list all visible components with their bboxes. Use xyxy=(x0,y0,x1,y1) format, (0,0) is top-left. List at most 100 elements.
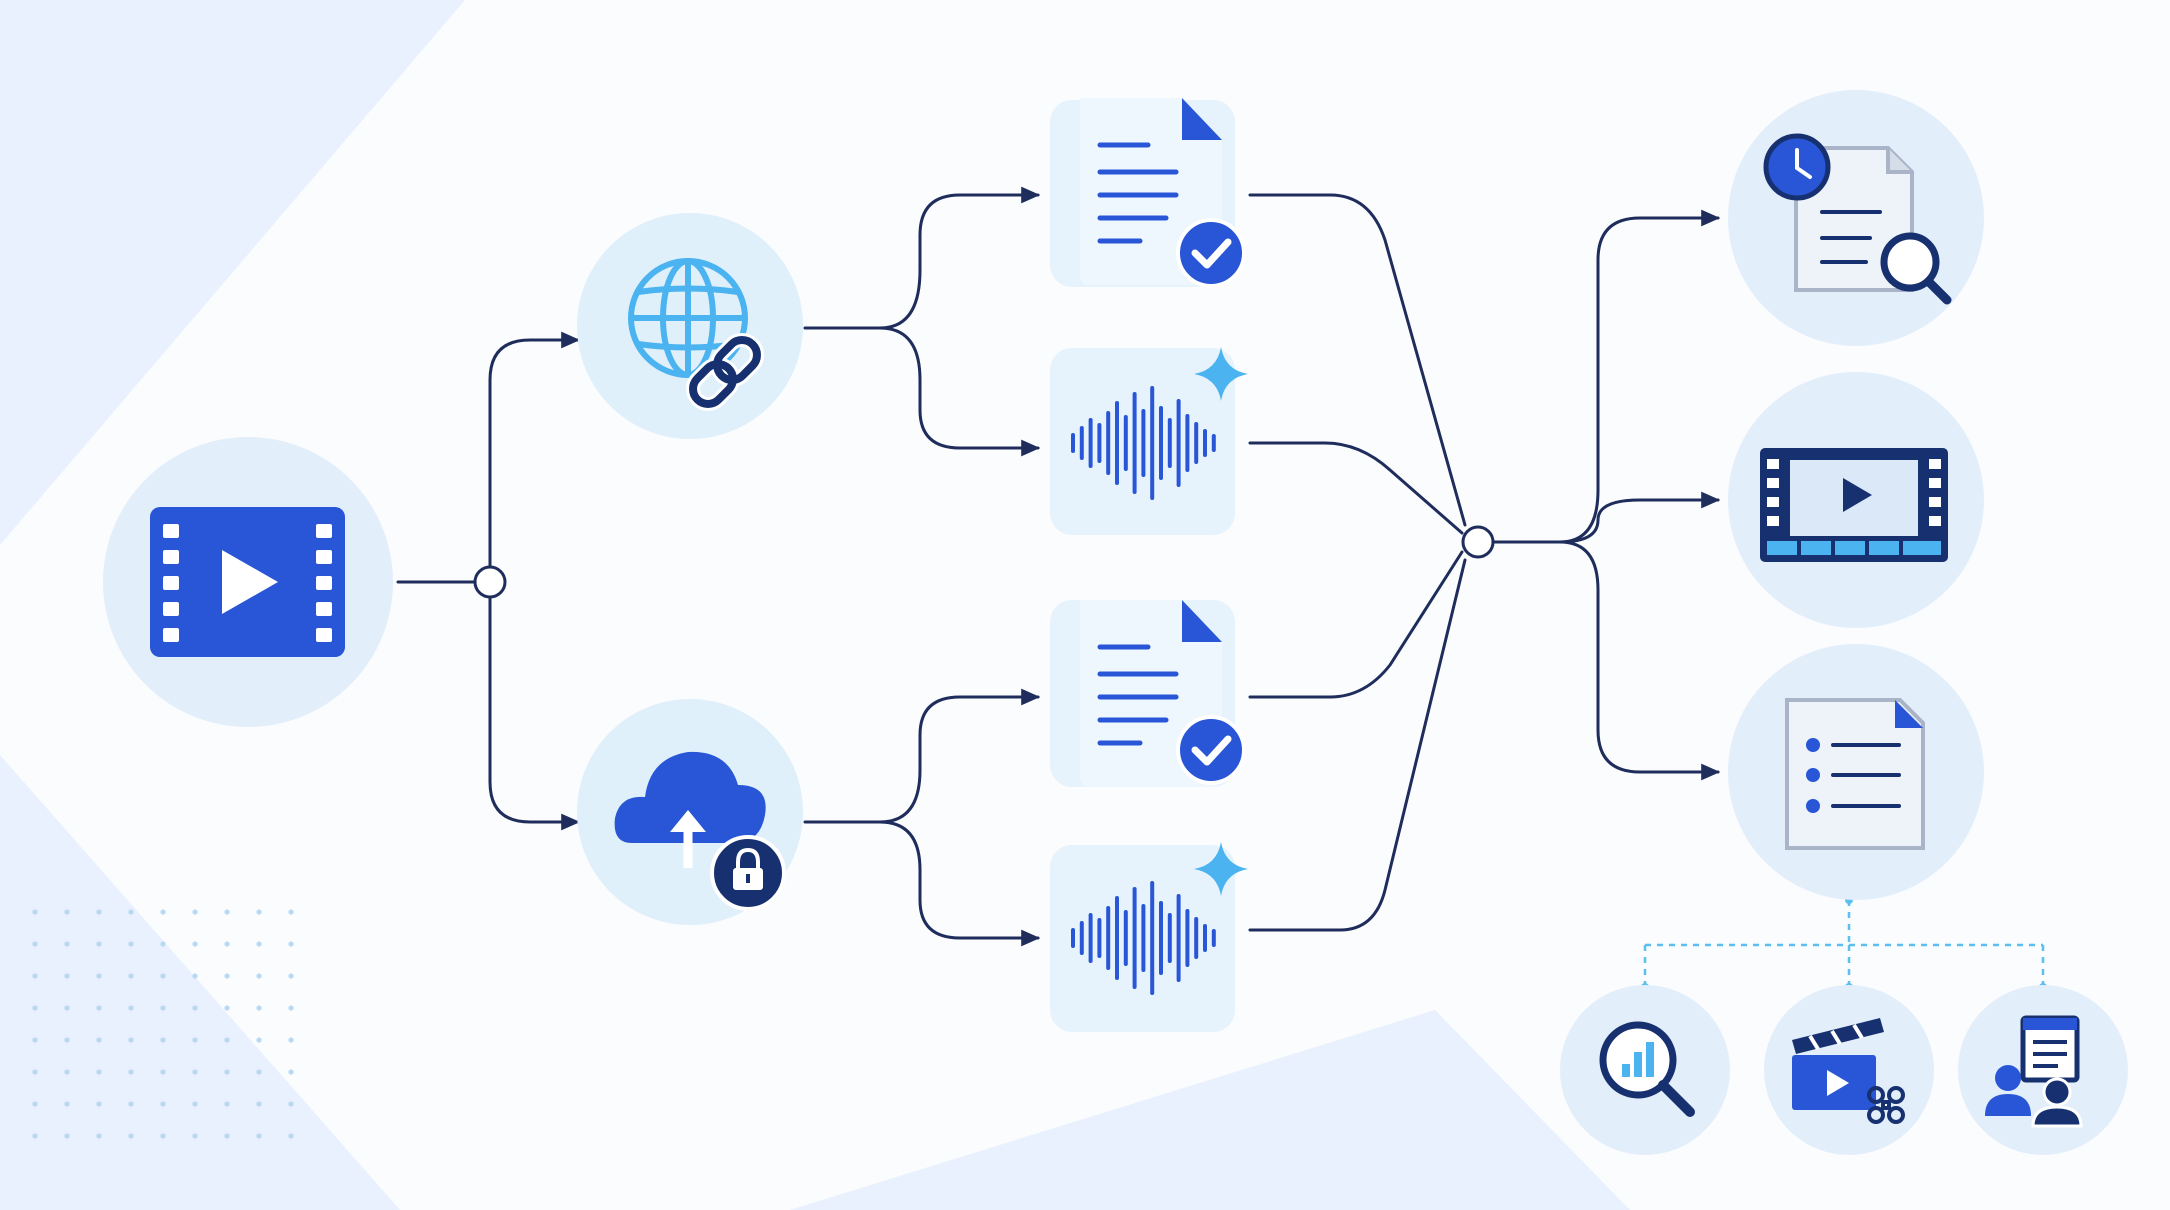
video-player-output-node[interactable] xyxy=(1728,372,1984,628)
globe-link-node[interactable] xyxy=(577,213,803,439)
grid-dot xyxy=(128,1101,134,1107)
grid-dot xyxy=(288,1133,294,1139)
grid-dot xyxy=(192,1133,198,1139)
audio-waveform-icon xyxy=(1071,386,1216,500)
grid-dot xyxy=(64,1005,70,1011)
grid-dot xyxy=(96,909,102,915)
clapperboard-edit-icon xyxy=(1792,1018,1905,1124)
grid-dot xyxy=(160,973,166,979)
grid-dot xyxy=(128,1037,134,1043)
command-key-icon xyxy=(1867,1086,1905,1124)
clapperboard-edit-node[interactable] xyxy=(1764,985,1934,1155)
junction-split xyxy=(473,565,507,599)
grid-dot xyxy=(96,973,102,979)
cloud-upload-node[interactable] xyxy=(577,699,803,925)
grid-dot xyxy=(96,941,102,947)
cloud-upload-icon xyxy=(614,751,766,868)
lock-icon xyxy=(710,835,786,911)
audio-waveform-card-bottom[interactable] xyxy=(1050,842,1248,1032)
grid-dot xyxy=(32,1101,38,1107)
grid-dot xyxy=(96,1133,102,1139)
grid-dot xyxy=(256,1069,262,1075)
grid-dot xyxy=(64,1037,70,1043)
document-search-output-node[interactable] xyxy=(1728,90,1984,346)
sparkle-icon xyxy=(1194,347,1248,401)
audio-waveform-icon xyxy=(1071,881,1216,995)
grid-dot xyxy=(256,1133,262,1139)
globe-icon xyxy=(628,258,748,378)
grid-dot xyxy=(32,941,38,947)
grid-dot xyxy=(32,1005,38,1011)
audio-waveform-card-top[interactable] xyxy=(1050,347,1248,535)
grid-dot xyxy=(192,1037,198,1043)
grid-dot xyxy=(128,1005,134,1011)
analytics-search-icon xyxy=(1599,1021,1695,1117)
connector-wave1-to-merge xyxy=(1248,441,1464,535)
connector-cloud-to-wave2 xyxy=(878,820,1041,947)
grid-dot xyxy=(160,1133,166,1139)
grid-dot xyxy=(288,973,294,979)
grid-dot xyxy=(288,1069,294,1075)
connector-junction-to-globe xyxy=(488,331,581,569)
checklist-document-icon xyxy=(1785,698,1925,850)
grid-dot xyxy=(224,941,230,947)
source-video-node[interactable] xyxy=(103,437,393,727)
grid-dot xyxy=(224,1005,230,1011)
grid-dot xyxy=(192,1069,198,1075)
grid-dot xyxy=(192,1005,198,1011)
grid-dot xyxy=(224,973,230,979)
grid-dot xyxy=(96,1005,102,1011)
connector-hub-to-output3 xyxy=(1558,540,1721,781)
grid-dot xyxy=(256,1037,262,1043)
grid-dot xyxy=(64,1133,70,1139)
grid-dot xyxy=(96,1037,102,1043)
connector-hub-to-output1 xyxy=(1558,209,1721,544)
grid-dot xyxy=(32,909,38,915)
people-document-node[interactable] xyxy=(1958,985,2128,1155)
connector-hub-to-output2 xyxy=(1558,491,1721,544)
connector-junction-to-cloud xyxy=(488,595,581,831)
grid-dot xyxy=(192,1101,198,1107)
document-check-card-bottom[interactable] xyxy=(1050,600,1246,787)
document-check-icon xyxy=(1080,98,1246,288)
backdrop-shape-bottom-left xyxy=(0,755,400,1210)
grid-dot xyxy=(64,973,70,979)
grid-dot xyxy=(128,941,134,947)
grid-dot xyxy=(192,973,198,979)
grid-dot xyxy=(160,1069,166,1075)
connector-globe-to-doc1 xyxy=(803,186,1041,330)
grid-dot xyxy=(128,1133,134,1139)
backdrop-shape-bottom-center xyxy=(790,1010,1630,1210)
dashed-link-endpoints xyxy=(1641,896,2047,991)
sparkle-icon xyxy=(1194,842,1248,896)
grid-dot xyxy=(32,1037,38,1043)
grid-dot xyxy=(32,1133,38,1139)
grid-dot xyxy=(32,1069,38,1075)
grid-dot xyxy=(160,909,166,915)
connector-doc2-to-merge xyxy=(1248,550,1464,699)
chain-link-icon xyxy=(686,333,764,411)
grid-dot xyxy=(160,941,166,947)
video-player-icon xyxy=(1760,448,1948,562)
grid-dot xyxy=(96,1101,102,1107)
connector-doc1-to-merge xyxy=(1248,193,1467,527)
grid-dot xyxy=(192,941,198,947)
grid-dot xyxy=(32,973,38,979)
grid-dot xyxy=(64,941,70,947)
grid-dot xyxy=(256,973,262,979)
grid-dot xyxy=(160,1101,166,1107)
grid-dot xyxy=(224,1037,230,1043)
connector-wave2-to-merge xyxy=(1248,558,1467,932)
analytics-search-node[interactable] xyxy=(1560,985,1730,1155)
checklist-output-node[interactable] xyxy=(1728,644,1984,900)
video-film-icon xyxy=(150,507,345,657)
grid-dot xyxy=(224,909,230,915)
document-check-card-top[interactable] xyxy=(1050,98,1246,288)
grid-dot xyxy=(288,1037,294,1043)
grid-dot xyxy=(288,1101,294,1107)
document-search-clock-icon xyxy=(1763,133,1952,305)
connector-globe-to-wave1 xyxy=(878,326,1041,457)
grid-dot xyxy=(256,1101,262,1107)
